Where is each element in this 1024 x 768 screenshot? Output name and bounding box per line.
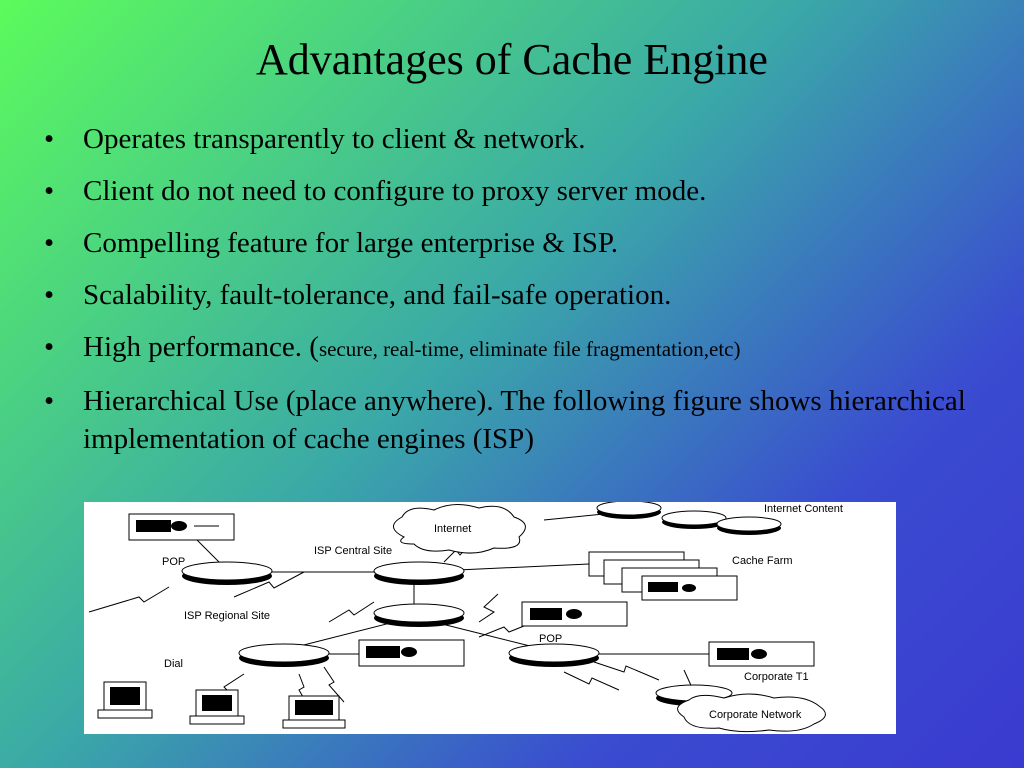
bullet-item: • Compelling feature for large enterpris… <box>44 224 984 262</box>
internet-label: Internet <box>434 523 471 535</box>
bullet-icon: • <box>44 123 55 155</box>
router-icon <box>508 643 600 667</box>
bullet-icon: • <box>44 331 55 363</box>
router-icon <box>661 510 727 529</box>
internet-content-label: Internet Content <box>764 503 843 515</box>
bullet-icon: • <box>44 175 55 207</box>
isp-regional-label: ISP Regional Site <box>184 610 270 622</box>
bullet-item: • High performance. (secure, real-time, … <box>44 328 984 368</box>
computer-icon <box>189 689 245 725</box>
dial-label: Dial <box>164 658 183 670</box>
bullet-icon: • <box>44 227 55 259</box>
lightning-icon <box>328 601 375 623</box>
bullet-item: • Client do not need to configure to pro… <box>44 172 984 210</box>
bullet-icon: • <box>44 385 55 417</box>
network-diagram-svg: Internet Internet Content ISP Central Si… <box>88 502 843 733</box>
bullet-item: • Operates transparently to client & net… <box>44 120 984 158</box>
pop-right-label: POP <box>539 633 562 645</box>
lightning-icon <box>563 671 620 691</box>
bullet-text: Operates transparently to client & netwo… <box>83 123 586 155</box>
lightning-icon <box>478 593 499 623</box>
bullet-icon: • <box>44 279 55 311</box>
bullet-text: Scalability, fault-tolerance, and fail-s… <box>83 279 672 311</box>
slide-title: Advantages of Cache Engine <box>256 35 768 84</box>
router-icon <box>238 643 330 667</box>
corporate-cloud-icon <box>677 693 826 733</box>
bullet-item: • Hierarchical Use (place anywhere). The… <box>44 382 984 458</box>
network-diagram: Internet Internet Content ISP Central Si… <box>84 502 896 734</box>
bullet-small-text: secure, real-time, eliminate file fragme… <box>318 337 741 361</box>
router-icon <box>373 561 465 585</box>
internet-cloud-icon <box>393 504 526 554</box>
router-icon <box>373 603 465 627</box>
server-icon <box>358 639 465 667</box>
bullet-text: High performance. ( <box>83 331 319 363</box>
lightning-icon <box>478 621 535 638</box>
isp-central-label: ISP Central Site <box>314 545 392 557</box>
server-icon <box>708 641 815 667</box>
corporate-t1-label: Corporate T1 <box>744 671 809 683</box>
router-icon <box>181 561 273 585</box>
router-icon <box>596 502 662 519</box>
server-icon <box>128 513 235 541</box>
cache-farm-label: Cache Farm <box>732 555 793 567</box>
bullet-text: Client do not need to configure to proxy… <box>83 175 707 207</box>
lightning-icon <box>593 661 660 681</box>
bullet-text: Compelling feature for large enterprise … <box>83 227 619 259</box>
router-icon <box>716 516 782 535</box>
bullet-item: • Scalability, fault-tolerance, and fail… <box>44 276 984 314</box>
cache-farm-icon <box>588 551 738 601</box>
lightning-icon <box>323 666 345 703</box>
lightning-icon <box>88 586 170 613</box>
computer-icon <box>282 695 346 729</box>
computer-icon <box>97 681 153 719</box>
corporate-network-label: Corporate Network <box>709 709 802 721</box>
bullet-list: • Operates transparently to client & net… <box>44 120 984 472</box>
lightning-icon <box>233 571 305 598</box>
bullet-text: Hierarchical Use (place anywhere). The f… <box>83 385 966 455</box>
pop-left-label: POP <box>162 556 185 568</box>
server-icon <box>521 601 628 627</box>
